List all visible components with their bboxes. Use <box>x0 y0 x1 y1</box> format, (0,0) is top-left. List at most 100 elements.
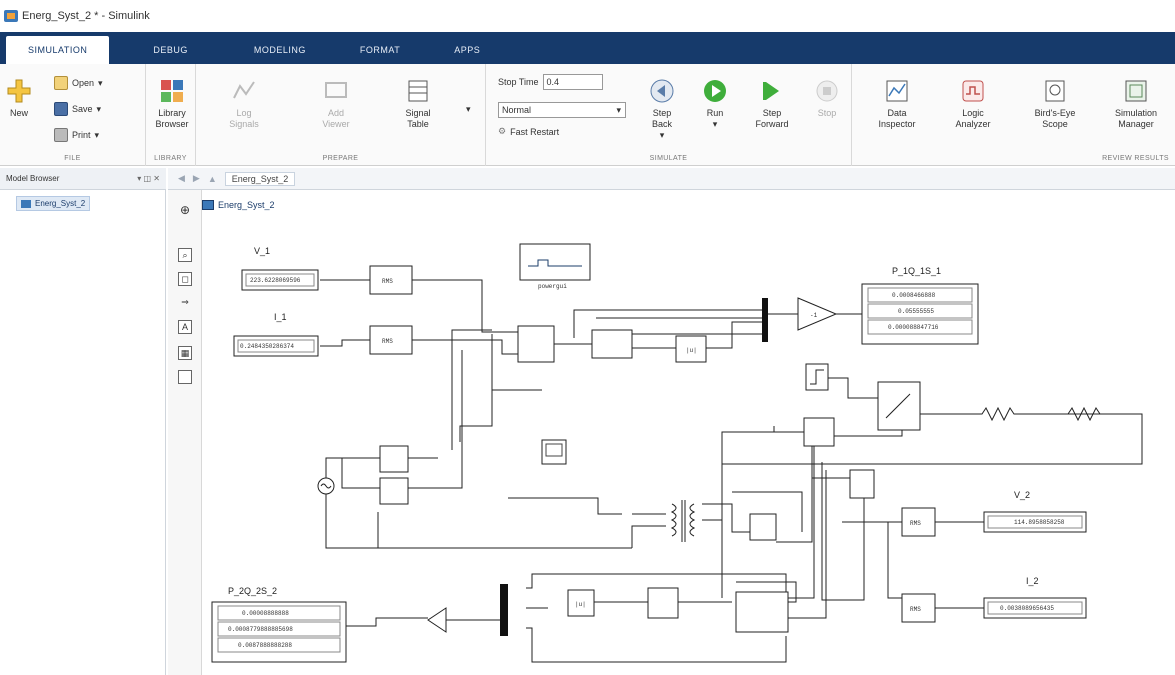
image-icon[interactable]: ▦ <box>178 346 192 360</box>
simulink-canvas[interactable]: V_1 223.6228069596 I_1 0.2484350286374 R… <box>202 222 1175 675</box>
simulation-mode-select[interactable]: Normal▾ <box>498 102 626 118</box>
zoom-icon[interactable]: ⌕ <box>178 248 192 262</box>
run-label: Run <box>706 108 724 118</box>
pq2-display-row-3 <box>217 637 341 653</box>
run-button[interactable]: Run ▾ <box>700 78 730 130</box>
stop-button[interactable]: Stop <box>812 78 842 119</box>
current-measurement-block-1[interactable] <box>379 477 409 505</box>
stop-label: Stop <box>817 108 837 118</box>
pq1-value-1: 0.0008466888 <box>892 292 936 299</box>
prepare-expand-button[interactable]: ▾ <box>466 104 471 115</box>
tab-modeling[interactable]: MODELING <box>253 45 306 55</box>
fit-view-icon[interactable]: ◻ <box>178 272 192 286</box>
powergui-block[interactable] <box>519 243 591 281</box>
power-measurement-block-2[interactable] <box>735 591 789 633</box>
scope-block-2[interactable] <box>849 469 875 499</box>
panel-controls-icon[interactable]: ▾ ◫ ✕ <box>137 174 160 183</box>
birds-eye-scope-button[interactable]: Bird's-Eye Scope <box>1028 78 1082 130</box>
hide-browser-icon[interactable]: ⊕ <box>179 203 191 217</box>
i1-display-field <box>237 339 315 353</box>
pq2-value-2: 0.0008779888885698 <box>228 626 293 633</box>
model-name: Energ_Syst_2 <box>218 200 275 210</box>
rms-block-v2[interactable] <box>901 507 936 537</box>
data-inspector-button[interactable]: Data Inspector <box>872 78 922 130</box>
model-name-bar: Energ_Syst_2 <box>202 200 275 210</box>
simulation-manager-button[interactable]: Simulation Manager <box>1108 78 1164 130</box>
tab-debug[interactable]: DEBUG <box>153 45 188 55</box>
add-viewer-icon <box>325 82 347 98</box>
pq2-value-3: 0.0087888888288 <box>238 642 292 649</box>
breaker-block[interactable] <box>877 381 921 431</box>
breadcrumb[interactable]: Energ_Syst_2 <box>224 171 296 186</box>
stop-time-input[interactable]: 0.4 <box>542 74 603 90</box>
model-browser-item-label: Energ_Syst_2 <box>35 199 86 208</box>
v1-display-field <box>245 273 315 287</box>
mux-block-bottom[interactable] <box>500 584 508 636</box>
arrow-right-icon[interactable]: ⇒ <box>181 297 189 307</box>
model-browser-item[interactable]: Energ_Syst_2 <box>16 196 91 211</box>
v2-display-value: 114.8958858258 <box>1014 519 1065 526</box>
logic-analyzer-button[interactable]: Logic Analyzer <box>948 78 998 130</box>
i2-display-field <box>987 601 1083 615</box>
pq2-display-row-2 <box>217 621 341 637</box>
rms-block-i2[interactable] <box>901 593 936 623</box>
signal-table-button[interactable]: Signal Table <box>398 78 438 130</box>
transformer-block[interactable] <box>666 500 702 542</box>
pq1-display-row-1 <box>867 287 973 303</box>
simulate-group-label: SIMULATE <box>649 155 688 162</box>
annotation-icon[interactable]: A <box>178 320 192 334</box>
open-label: Open <box>72 78 95 88</box>
library-browser-button[interactable]: Library Browser <box>154 78 190 130</box>
step-forward-button[interactable]: Step Forward <box>750 78 794 130</box>
step-back-button[interactable]: Step Back ▾ <box>642 78 682 141</box>
abs-block-2[interactable] <box>567 589 595 617</box>
model-icon <box>21 199 31 208</box>
series-rlc-branch-2[interactable] <box>1052 406 1132 422</box>
abs-block[interactable] <box>675 335 707 363</box>
fast-restart-toggle[interactable]: ⚙ Fast Restart <box>498 126 559 137</box>
current-measurement-block-2[interactable] <box>749 513 777 541</box>
pq2-label: P_2Q_2S_2 <box>228 586 277 596</box>
fast-restart-label: Fast Restart <box>510 126 560 137</box>
rms-block-i1-label: RMS <box>382 338 393 345</box>
up-arrow-icon[interactable]: ▲ <box>207 173 217 184</box>
save-button[interactable]: Save▾ <box>54 102 101 116</box>
print-button[interactable]: Print▾ <box>54 128 99 142</box>
open-button[interactable]: Open▾ <box>54 76 103 90</box>
pq1-display-row-3 <box>867 319 973 335</box>
add-viewer-button[interactable]: Add Viewer <box>316 78 356 130</box>
series-rlc-branch-1[interactable] <box>972 406 1052 422</box>
signal-table-label: Signal Table <box>405 108 431 129</box>
tab-apps[interactable]: APPS <box>454 45 481 55</box>
file-group-label: FILE <box>64 155 81 162</box>
birds-eye-scope-label: Bird's-Eye Scope <box>1034 108 1076 129</box>
gain-block-top-label: -1 <box>810 312 818 319</box>
new-button[interactable]: New <box>4 78 34 119</box>
print-label: Print <box>72 130 91 140</box>
power-measurement-block[interactable] <box>517 325 555 363</box>
window-title: Energ_Syst_2 * - Simulink <box>22 10 150 22</box>
rms-block-i2-label: RMS <box>910 606 921 613</box>
power-calc-block[interactable] <box>591 329 633 359</box>
run-play-icon <box>704 80 726 102</box>
powergui-label: powergui <box>538 283 567 290</box>
area-icon[interactable] <box>178 370 192 384</box>
simulation-manager-label: Simulation Manager <box>1114 108 1158 129</box>
rms-block-v1[interactable] <box>369 265 413 295</box>
rms-block-i1[interactable] <box>369 325 413 355</box>
mux-block-top[interactable] <box>762 298 768 342</box>
voltage-measurement-block-2[interactable] <box>803 417 835 447</box>
voltage-measurement-block-1[interactable] <box>379 445 409 473</box>
power-calc-block-2[interactable] <box>647 587 679 619</box>
gain-block-bottom[interactable] <box>427 607 447 633</box>
log-signals-button[interactable]: Log Signals <box>224 78 264 130</box>
tab-simulation[interactable]: SIMULATION <box>6 36 110 64</box>
stop-time-label: Stop Time <box>498 77 539 87</box>
simulation-manager-icon <box>1125 80 1147 102</box>
library-group-label: LIBRARY <box>154 155 187 162</box>
forward-arrow-icon[interactable]: ▶ <box>192 173 200 183</box>
step-block[interactable] <box>805 363 829 391</box>
tab-format[interactable]: FORMAT <box>359 45 401 55</box>
back-arrow-icon[interactable]: ◀ <box>178 173 185 183</box>
gain-block-top[interactable] <box>797 297 838 331</box>
